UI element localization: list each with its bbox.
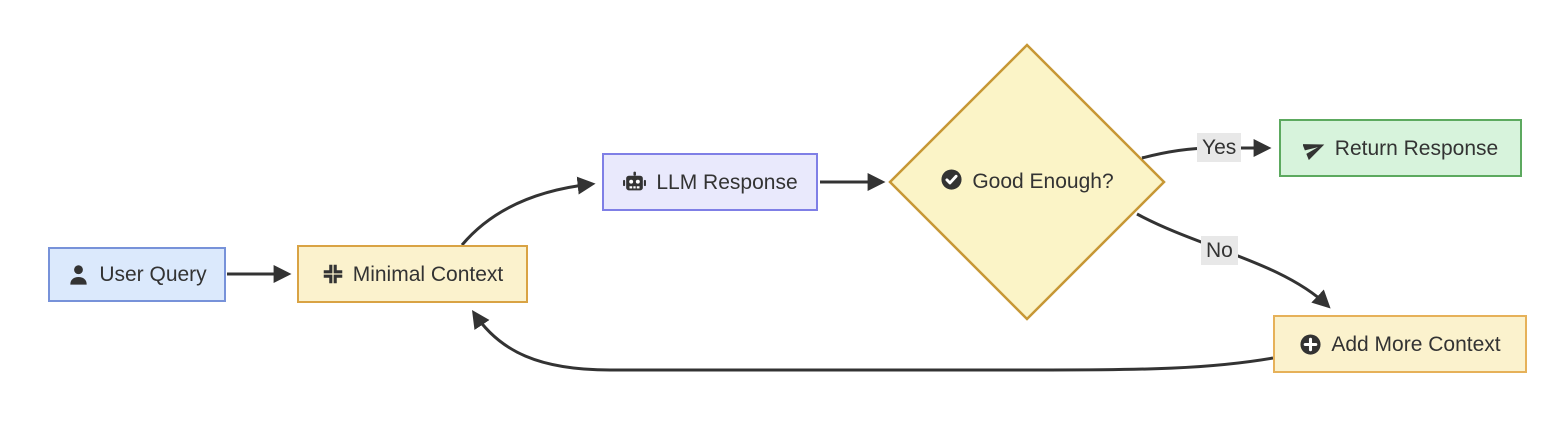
decision-diamond [888, 43, 1166, 321]
edge-label-no: No [1201, 236, 1238, 266]
edge-minimal-context-to-llm-response [460, 176, 596, 246]
edge-label-yes: Yes [1197, 133, 1242, 163]
compress-icon [322, 263, 344, 285]
node-label: Return Response [1334, 136, 1499, 160]
node-good-enough: Good Enough? [917, 166, 1137, 198]
edge-add-more-context-to-minimal-context [472, 310, 1274, 372]
node-label: User Query [99, 263, 207, 286]
check-circle-icon [940, 168, 963, 197]
node-label: Minimal Context [352, 262, 504, 286]
paper-plane-icon [1302, 137, 1326, 160]
circle-plus-icon [1299, 333, 1322, 356]
node-label: Good Enough? [972, 170, 1114, 193]
node-add-more-context: Add More Context [1273, 315, 1527, 373]
node-return-response: Return Response [1279, 119, 1522, 177]
node-llm-response: LLM Response [602, 153, 818, 211]
node-user-query: User Query [48, 247, 226, 302]
edge-decision-no-to-add-more-context [1136, 212, 1331, 309]
user-icon [67, 263, 90, 286]
node-label: Add More Context [1331, 332, 1501, 356]
robot-icon [622, 170, 647, 195]
node-minimal-context: Minimal Context [297, 245, 528, 303]
node-label: LLM Response [656, 170, 798, 194]
